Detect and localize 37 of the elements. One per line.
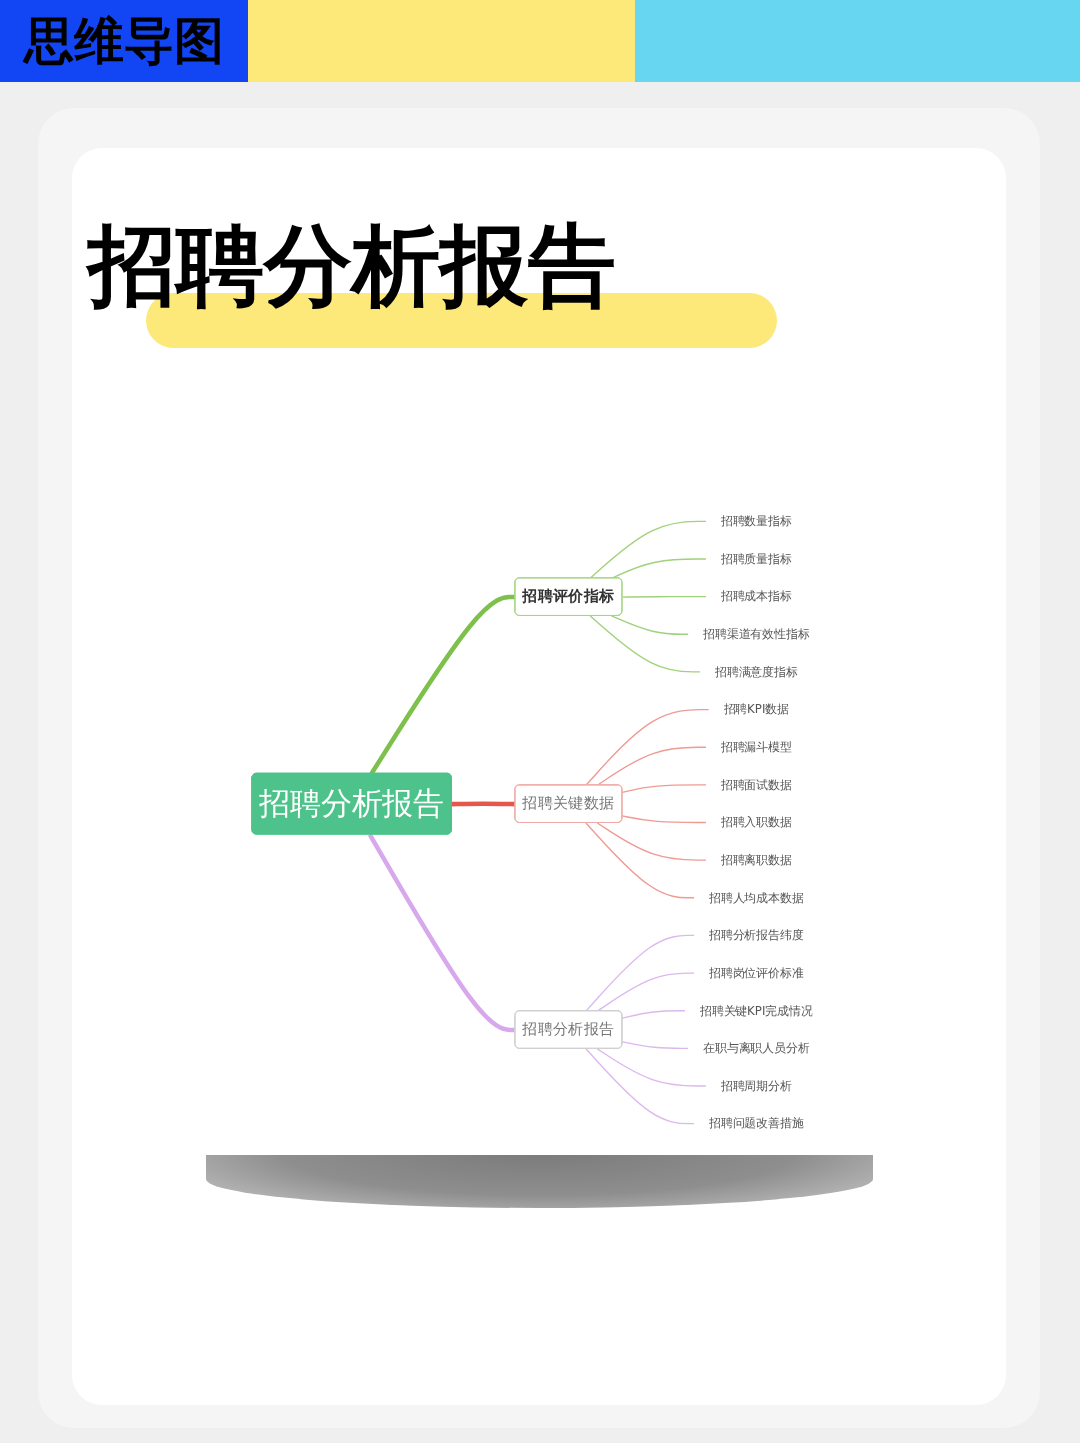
node-text: 招聘岗位评价标准 bbox=[709, 966, 804, 980]
node-text: 招聘满意度指标 bbox=[715, 664, 798, 679]
connector bbox=[610, 615, 690, 635]
node-text: 招聘问题改善措施 bbox=[709, 1116, 804, 1131]
connector bbox=[369, 594, 516, 775]
connector bbox=[596, 822, 708, 861]
node-text: 招聘分析报告纬度 bbox=[709, 928, 804, 942]
connector bbox=[621, 595, 708, 598]
node-text: 招聘面试数据 bbox=[720, 777, 792, 792]
connector bbox=[585, 822, 696, 899]
connector bbox=[621, 1010, 687, 1019]
connector bbox=[585, 1048, 696, 1125]
connector bbox=[589, 520, 708, 579]
node-text: 招聘数量指标 bbox=[720, 514, 792, 528]
connector bbox=[585, 708, 710, 786]
category-tag: 思维导图 bbox=[0, 0, 248, 82]
connector bbox=[596, 972, 696, 1012]
connector bbox=[596, 1048, 708, 1087]
node-text: 招聘人均成本数据 bbox=[709, 890, 804, 905]
node-text: 招聘周期分析 bbox=[720, 1078, 792, 1093]
node-text: 在职与离职人员分析 bbox=[703, 1041, 810, 1055]
connector bbox=[367, 833, 516, 1033]
node-text: 招聘成本指标 bbox=[720, 589, 792, 604]
node-text: 招聘入职数据 bbox=[720, 815, 792, 830]
connector bbox=[585, 934, 696, 1012]
node-text: 招聘KPI数据 bbox=[723, 702, 790, 717]
connector bbox=[589, 615, 702, 673]
node-text: 招聘离职数据 bbox=[720, 853, 792, 867]
node-text: 招聘漏斗模型 bbox=[720, 740, 792, 754]
connector bbox=[451, 801, 516, 807]
node-text: 招聘关键KPI完成情况 bbox=[699, 1003, 813, 1018]
node-text: 招聘渠道有效性指标 bbox=[703, 627, 810, 641]
connector bbox=[596, 746, 708, 786]
connector bbox=[621, 784, 708, 793]
node-text: 招聘质量指标 bbox=[720, 551, 792, 566]
connector bbox=[621, 1041, 690, 1050]
connector bbox=[621, 815, 708, 824]
